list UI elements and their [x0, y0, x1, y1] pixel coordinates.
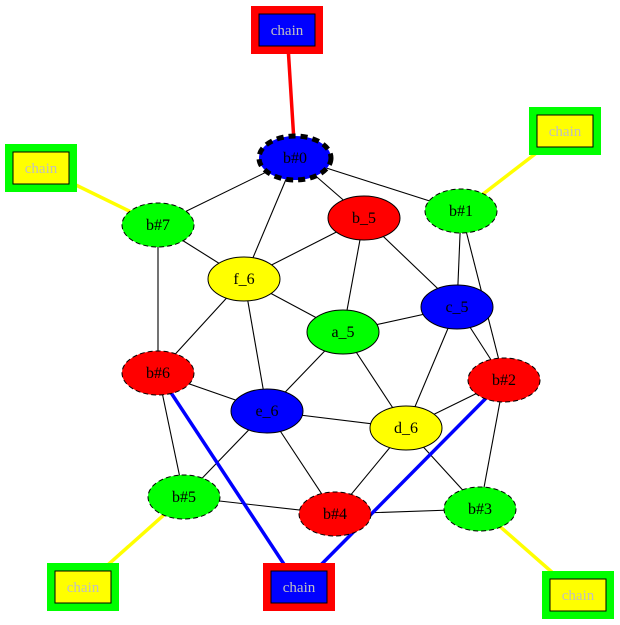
node-label-b5: b#5	[172, 489, 196, 506]
chain-label-chain_top: chain	[271, 23, 304, 39]
node-ellipse-c5	[420, 284, 494, 330]
node-label-f6: f_6	[233, 271, 254, 288]
node-label-b2: b#2	[492, 372, 516, 389]
node-ellipse-b0	[256, 133, 334, 183]
node-ellipse-e6	[230, 388, 304, 434]
chain-box-chain_se[interactable]: chain	[542, 571, 614, 619]
chain-box-chain_ne[interactable]: chain	[529, 107, 601, 155]
node-e6[interactable]: e_6	[230, 388, 304, 434]
chain-edge-chain_bot-b6	[156, 372, 301, 588]
chain-label-chain_nw: chain	[25, 161, 58, 177]
node-label-a5: a_5	[331, 324, 354, 341]
node-label-c5: c_5	[445, 299, 468, 316]
node-b4[interactable]: b#4	[298, 491, 372, 537]
chain-box-chain_nw[interactable]: chain	[5, 144, 77, 192]
chain-label-chain_bot: chain	[283, 580, 316, 596]
node-label-b6: b#6	[146, 365, 170, 382]
node-label-d6: d_6	[394, 420, 418, 437]
node-b0[interactable]: b#0	[256, 133, 334, 183]
node-ellipse-b2	[467, 357, 541, 403]
node-b3[interactable]: b#3	[443, 486, 517, 532]
node-label-b3: b#3	[468, 501, 492, 518]
chain-label-chain_se: chain	[562, 588, 595, 604]
chain-fill-chain_sw	[54, 570, 112, 604]
node-b5[interactable]: b#5	[147, 474, 221, 520]
chain-fill-chain_nw	[12, 151, 70, 185]
node-b5c[interactable]: b_5	[327, 195, 401, 241]
node-ellipse-a5	[306, 309, 380, 355]
node-b6[interactable]: b#6	[121, 350, 195, 396]
chain-box-chain_bot[interactable]: chain	[263, 563, 335, 611]
chain-label-chain_sw: chain	[67, 580, 100, 596]
node-ellipse-b7	[121, 202, 195, 248]
node-d6[interactable]: d_6	[369, 405, 443, 451]
chain-fill-chain_top	[258, 13, 316, 47]
node-ellipse-b5c	[327, 195, 401, 241]
chain-box-chain_top[interactable]: chain	[251, 6, 323, 54]
node-label-b4: b#4	[323, 506, 347, 523]
chain-fill-chain_bot	[270, 570, 328, 604]
node-ellipse-d6	[369, 405, 443, 451]
node-ellipse-b1	[424, 188, 498, 234]
node-ellipse-b5	[147, 474, 221, 520]
node-label-b1: b#1	[449, 203, 473, 220]
node-ellipse-b4	[298, 491, 372, 537]
node-c5[interactable]: c_5	[420, 284, 494, 330]
node-ellipse-b6	[121, 350, 195, 396]
node-a5[interactable]: a_5	[306, 309, 380, 355]
chain-fill-chain_ne	[536, 114, 594, 148]
node-f6[interactable]: f_6	[207, 256, 281, 302]
node-label-b7: b#7	[146, 217, 170, 234]
node-ellipse-b3	[443, 486, 517, 532]
node-b7[interactable]: b#7	[121, 202, 195, 248]
chain-edge-chain_bot-b2	[297, 378, 506, 589]
node-b1[interactable]: b#1	[424, 188, 498, 234]
node-b2[interactable]: b#2	[467, 357, 541, 403]
chain-fill-chain_se	[549, 578, 607, 612]
nodes-layer: b#0 b_5 b#1 b#7 f_6 c_5 a_5 b#6 b#2 e_6 d_6 b#5 b#4 b…	[5, 6, 614, 619]
chain-label-chain_ne: chain	[549, 124, 582, 140]
node-ellipse-f6	[207, 256, 281, 302]
node-label-b0: b#0	[283, 150, 307, 167]
node-label-b5c: b_5	[352, 210, 376, 227]
chain-box-chain_sw[interactable]: chain	[47, 563, 119, 611]
node-label-e6: e_6	[255, 403, 278, 420]
